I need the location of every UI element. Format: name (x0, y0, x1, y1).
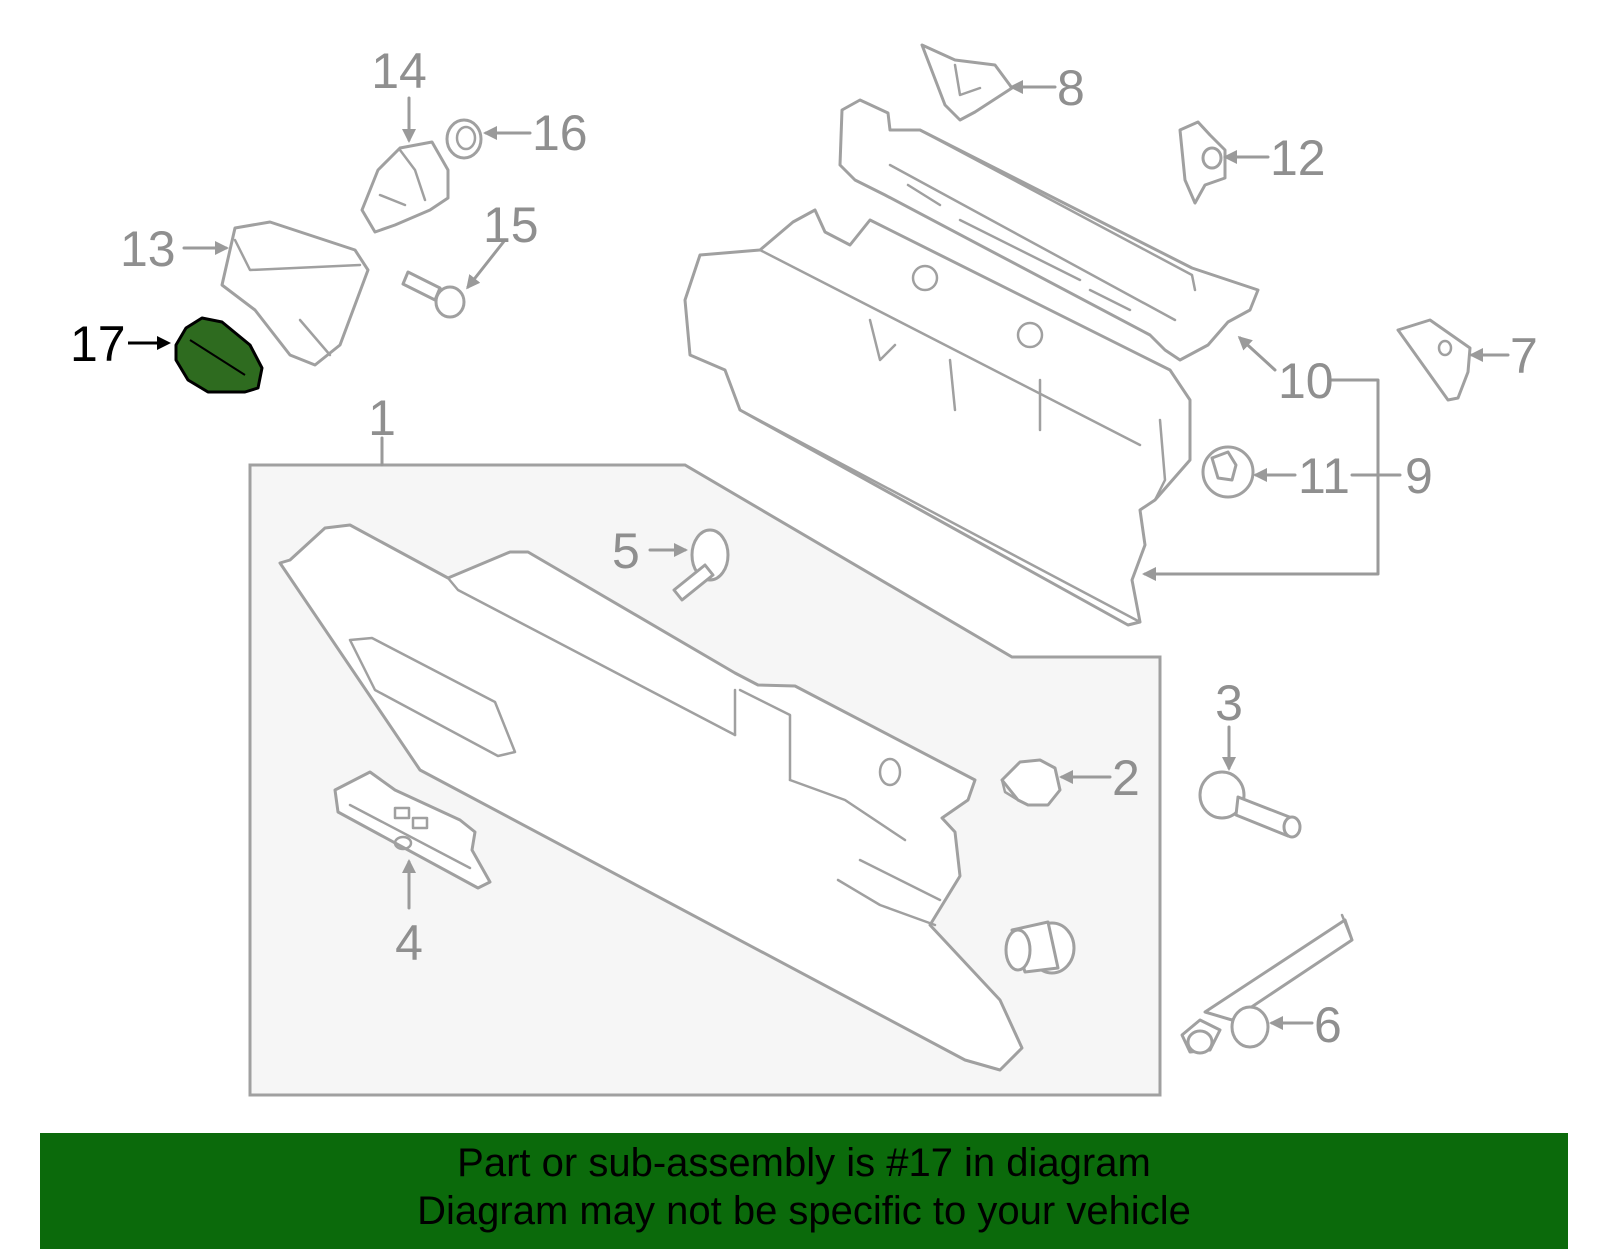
part-17-shape (174, 316, 264, 394)
part-14-lock (360, 140, 450, 234)
callout-2: 2 (1112, 750, 1140, 806)
part-5-pin (672, 528, 730, 602)
part-16-nut (445, 118, 483, 160)
part-7-bracket (1396, 318, 1472, 402)
callout-4: 4 (395, 915, 423, 971)
part-8-clip (920, 43, 1014, 122)
info-banner: Part or sub-assembly is #17 in diagram D… (40, 1133, 1568, 1249)
leader-9 (1142, 378, 1380, 581)
callout-12: 12 (1270, 130, 1326, 186)
callout-10: 10 (1278, 353, 1334, 409)
callout-5: 5 (612, 523, 640, 579)
callout-8: 8 (1057, 60, 1085, 116)
callout-6: 6 (1314, 997, 1342, 1053)
part-bushing (1004, 920, 1076, 975)
part-12-clip (1178, 120, 1227, 205)
part-11-clip (1201, 445, 1255, 499)
banner-line-1: Part or sub-assembly is #17 in diagram (457, 1141, 1151, 1185)
callout-15: 15 (483, 197, 539, 253)
part-9-liner (683, 208, 1192, 627)
part-4-latch (333, 770, 492, 890)
part-6-damper (1180, 913, 1354, 1055)
callout-11: 11 (1298, 448, 1350, 504)
callout-1: 1 (368, 390, 396, 446)
callout-13: 13 (120, 221, 176, 277)
part-17-highlighted (174, 316, 264, 394)
part-3-pin (1198, 770, 1302, 839)
part-13-housing (220, 220, 370, 367)
part-10-rail (838, 98, 1260, 362)
callout-17: 17 (70, 316, 126, 372)
glove-box-drawing (278, 523, 1024, 1072)
callout-14: 14 (371, 43, 427, 99)
banner-line-2: Diagram may not be specific to your vehi… (417, 1189, 1191, 1233)
callout-3: 3 (1215, 675, 1243, 731)
callout-16: 16 (532, 105, 588, 161)
part-2-bumper (1000, 758, 1062, 807)
part-15-bolt (401, 270, 466, 319)
callout-9: 9 (1405, 448, 1433, 504)
leader-10 (1237, 335, 1277, 372)
callout-7: 7 (1510, 328, 1538, 384)
leader-15 (466, 238, 507, 290)
